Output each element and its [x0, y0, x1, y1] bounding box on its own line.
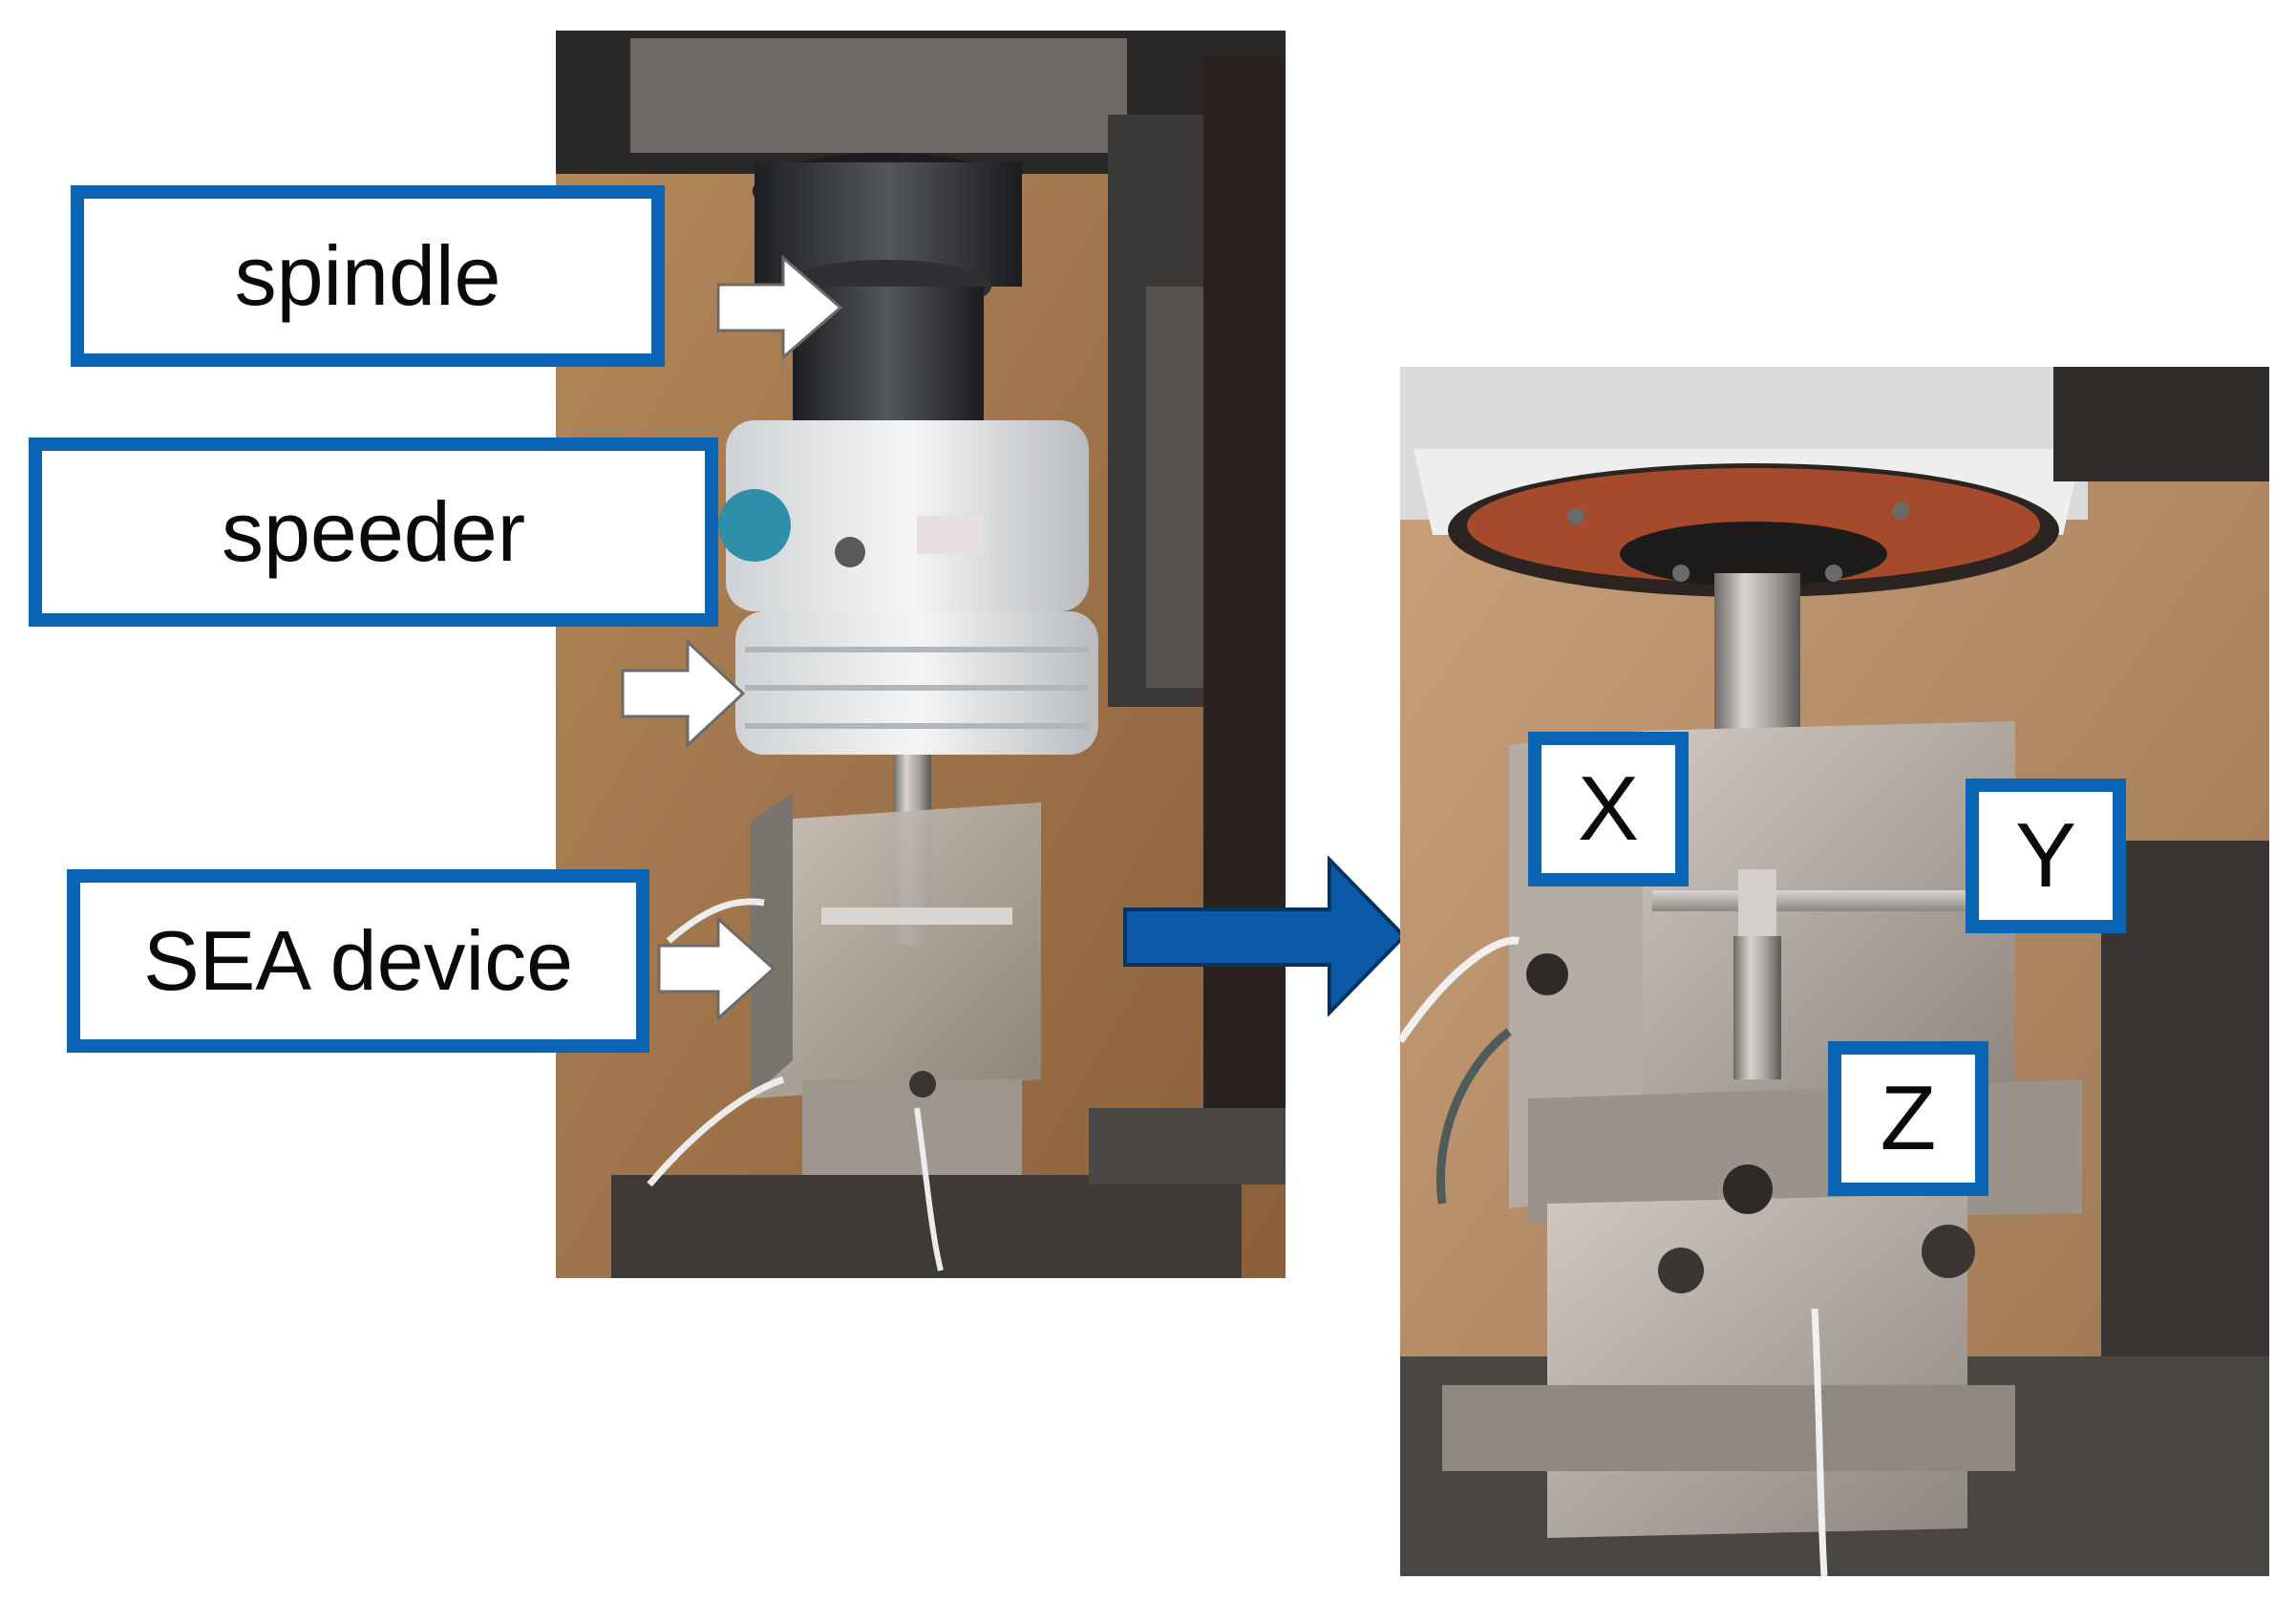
spindle-label-text: spindle [234, 228, 501, 323]
axis-z-text: Z [1880, 1067, 1937, 1169]
sea-device-label: SEA device [67, 869, 649, 1053]
axis-y-label: Y [1966, 779, 2126, 933]
axis-x-label: X [1528, 732, 1689, 886]
machine-photo-right [1396, 367, 2269, 1577]
speeder-pointer-arrow [621, 638, 746, 749]
axis-z-label: Z [1828, 1041, 1988, 1196]
spindle-label: spindle [71, 185, 665, 367]
machine-photo-left [556, 31, 1286, 1278]
speeder-label: speeder [29, 438, 718, 627]
speeder-label-text: speeder [221, 484, 525, 579]
spindle-pointer-arrow [716, 254, 843, 361]
axis-x-text: X [1577, 758, 1640, 860]
connector-arrow [1123, 855, 1407, 1017]
axis-y-text: Y [2014, 804, 2077, 907]
sea-device-pointer-arrow [657, 915, 776, 1022]
sea-device-label-text: SEA device [142, 913, 574, 1008]
